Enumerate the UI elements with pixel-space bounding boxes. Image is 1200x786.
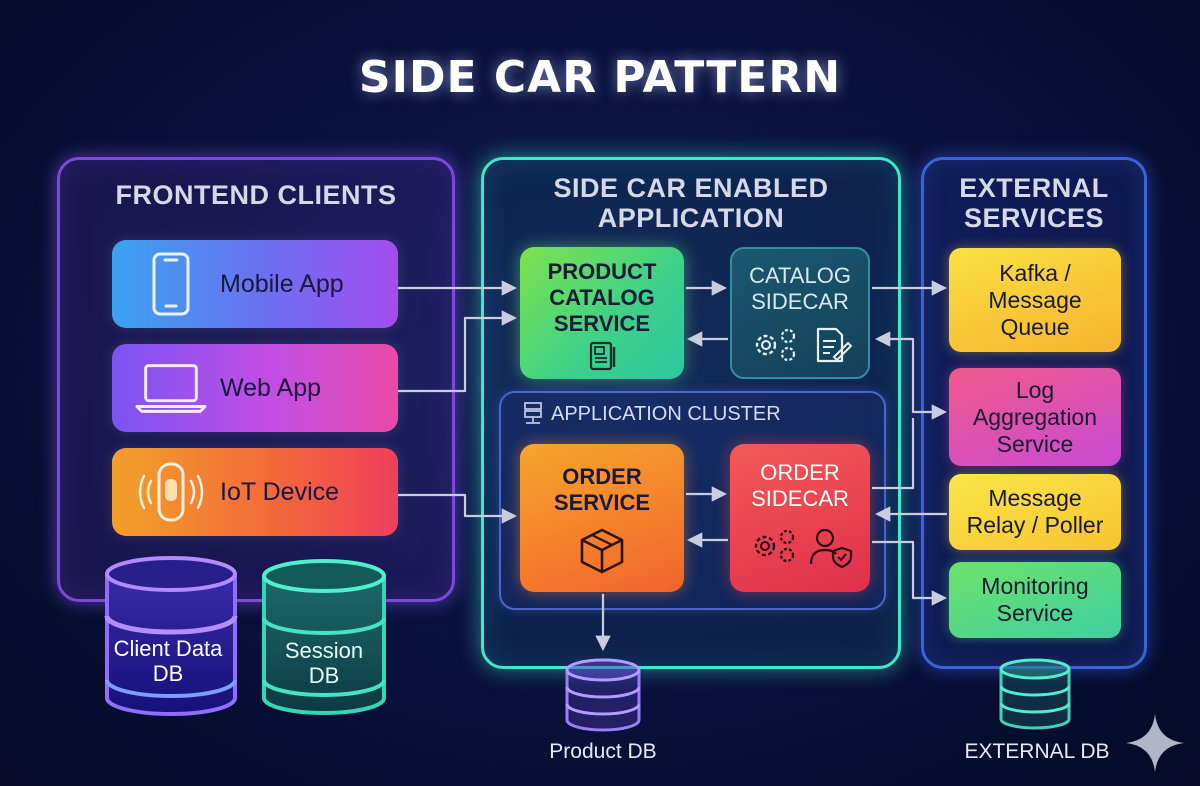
- sparkle-icon: [1126, 714, 1184, 772]
- laptop-icon: [134, 353, 208, 423]
- smartphone-icon: [134, 249, 208, 319]
- kafka-line-1: Kafka /: [999, 259, 1071, 286]
- external-title-line-2: SERVICES: [963, 203, 1105, 233]
- mobile-app-label: Mobile App: [220, 269, 344, 298]
- monitoring-line-2: Service: [996, 600, 1074, 626]
- app-panel-title: SIDE CAR ENABLED APPLICATION: [481, 173, 901, 233]
- message-relay-poller-node: Message Relay / Poller: [949, 474, 1121, 550]
- client-data-db-label: Client Data DB: [103, 636, 233, 686]
- gears-icon: [754, 529, 795, 563]
- external-panel-title: EXTERNAL SERVICES: [921, 173, 1147, 233]
- product-service-line-2: CATALOG: [549, 285, 655, 310]
- product-service-line-1: PRODUCT: [547, 259, 657, 284]
- gears-icon: [755, 328, 796, 362]
- server-rack-icon: [524, 402, 542, 424]
- catalog-sidecar-line-2: SIDECAR: [751, 289, 849, 314]
- app-title-line-1: SIDE CAR ENABLED: [553, 173, 829, 203]
- order-service-node: ORDER SERVICE: [520, 444, 684, 592]
- application-cluster-title: APPLICATION CLUSTER: [523, 402, 781, 426]
- product-service-line-3: SERVICE: [553, 311, 651, 336]
- catalog-sidecar-line-1: CATALOG: [749, 263, 851, 288]
- catalog-sidecar-node: CATALOG SIDECAR: [730, 247, 870, 379]
- app-title-line-2: APPLICATION: [597, 203, 785, 233]
- client-data-db-icon: [104, 556, 238, 716]
- smart-speaker-icon: [134, 457, 208, 527]
- frontend-panel-title: FRONTEND CLIENTS: [115, 180, 397, 210]
- session-db-label: Session DB: [262, 638, 386, 688]
- product-db-icon: [565, 658, 641, 732]
- kafka-message-queue-node: Kafka / Message Queue: [949, 248, 1121, 352]
- mobile-app-node: Mobile App: [112, 240, 398, 328]
- package-box-icon: [520, 526, 684, 582]
- order-sidecar-line-1: ORDER: [760, 460, 840, 485]
- order-service-line-2: SERVICE: [553, 490, 651, 515]
- web-app-node: Web App: [112, 344, 398, 432]
- iot-device-node: IoT Device: [112, 448, 398, 536]
- monitoring-line-1: Monitoring: [981, 573, 1089, 599]
- catalog-document-icon: [520, 341, 684, 377]
- relay-line-1: Message: [988, 485, 1082, 511]
- document-edit-icon: [816, 327, 852, 363]
- kafka-line-3: Queue: [1000, 313, 1070, 340]
- client-db-label-line-1: Client Data: [113, 636, 223, 661]
- order-service-line-1: ORDER: [562, 464, 642, 489]
- session-db-label-line-2: DB: [308, 663, 340, 688]
- log-line-2: Aggregation: [972, 403, 1098, 430]
- log-line-3: Service: [996, 430, 1074, 457]
- external-db-label: EXTERNAL DB: [964, 740, 1110, 763]
- order-sidecar-line-2: SIDECAR: [751, 486, 849, 511]
- user-shield-icon: [809, 528, 853, 568]
- product-catalog-service-node: PRODUCT CATALOG SERVICE: [520, 247, 684, 379]
- order-sidecar-node: ORDER SIDECAR: [730, 444, 870, 592]
- product-db-label: Product DB: [549, 740, 657, 763]
- log-aggregation-service-node: Log Aggregation Service: [949, 368, 1121, 466]
- monitoring-service-node: Monitoring Service: [949, 562, 1121, 638]
- relay-line-2: Relay / Poller: [966, 512, 1104, 538]
- diagram-title: SIDE CAR PATTERN: [358, 52, 842, 103]
- external-title-line-1: EXTERNAL: [959, 173, 1109, 203]
- client-db-label-line-2: DB: [152, 661, 184, 686]
- kafka-line-2: Message: [988, 286, 1082, 313]
- external-db-icon: [999, 658, 1071, 730]
- session-db-icon: [262, 559, 386, 715]
- session-db-label-line-1: Session: [284, 638, 364, 663]
- web-app-label: Web App: [220, 373, 322, 402]
- log-line-1: Log: [1015, 376, 1055, 403]
- iot-device-label: IoT Device: [220, 477, 340, 506]
- cluster-title-label: APPLICATION CLUSTER: [551, 402, 781, 425]
